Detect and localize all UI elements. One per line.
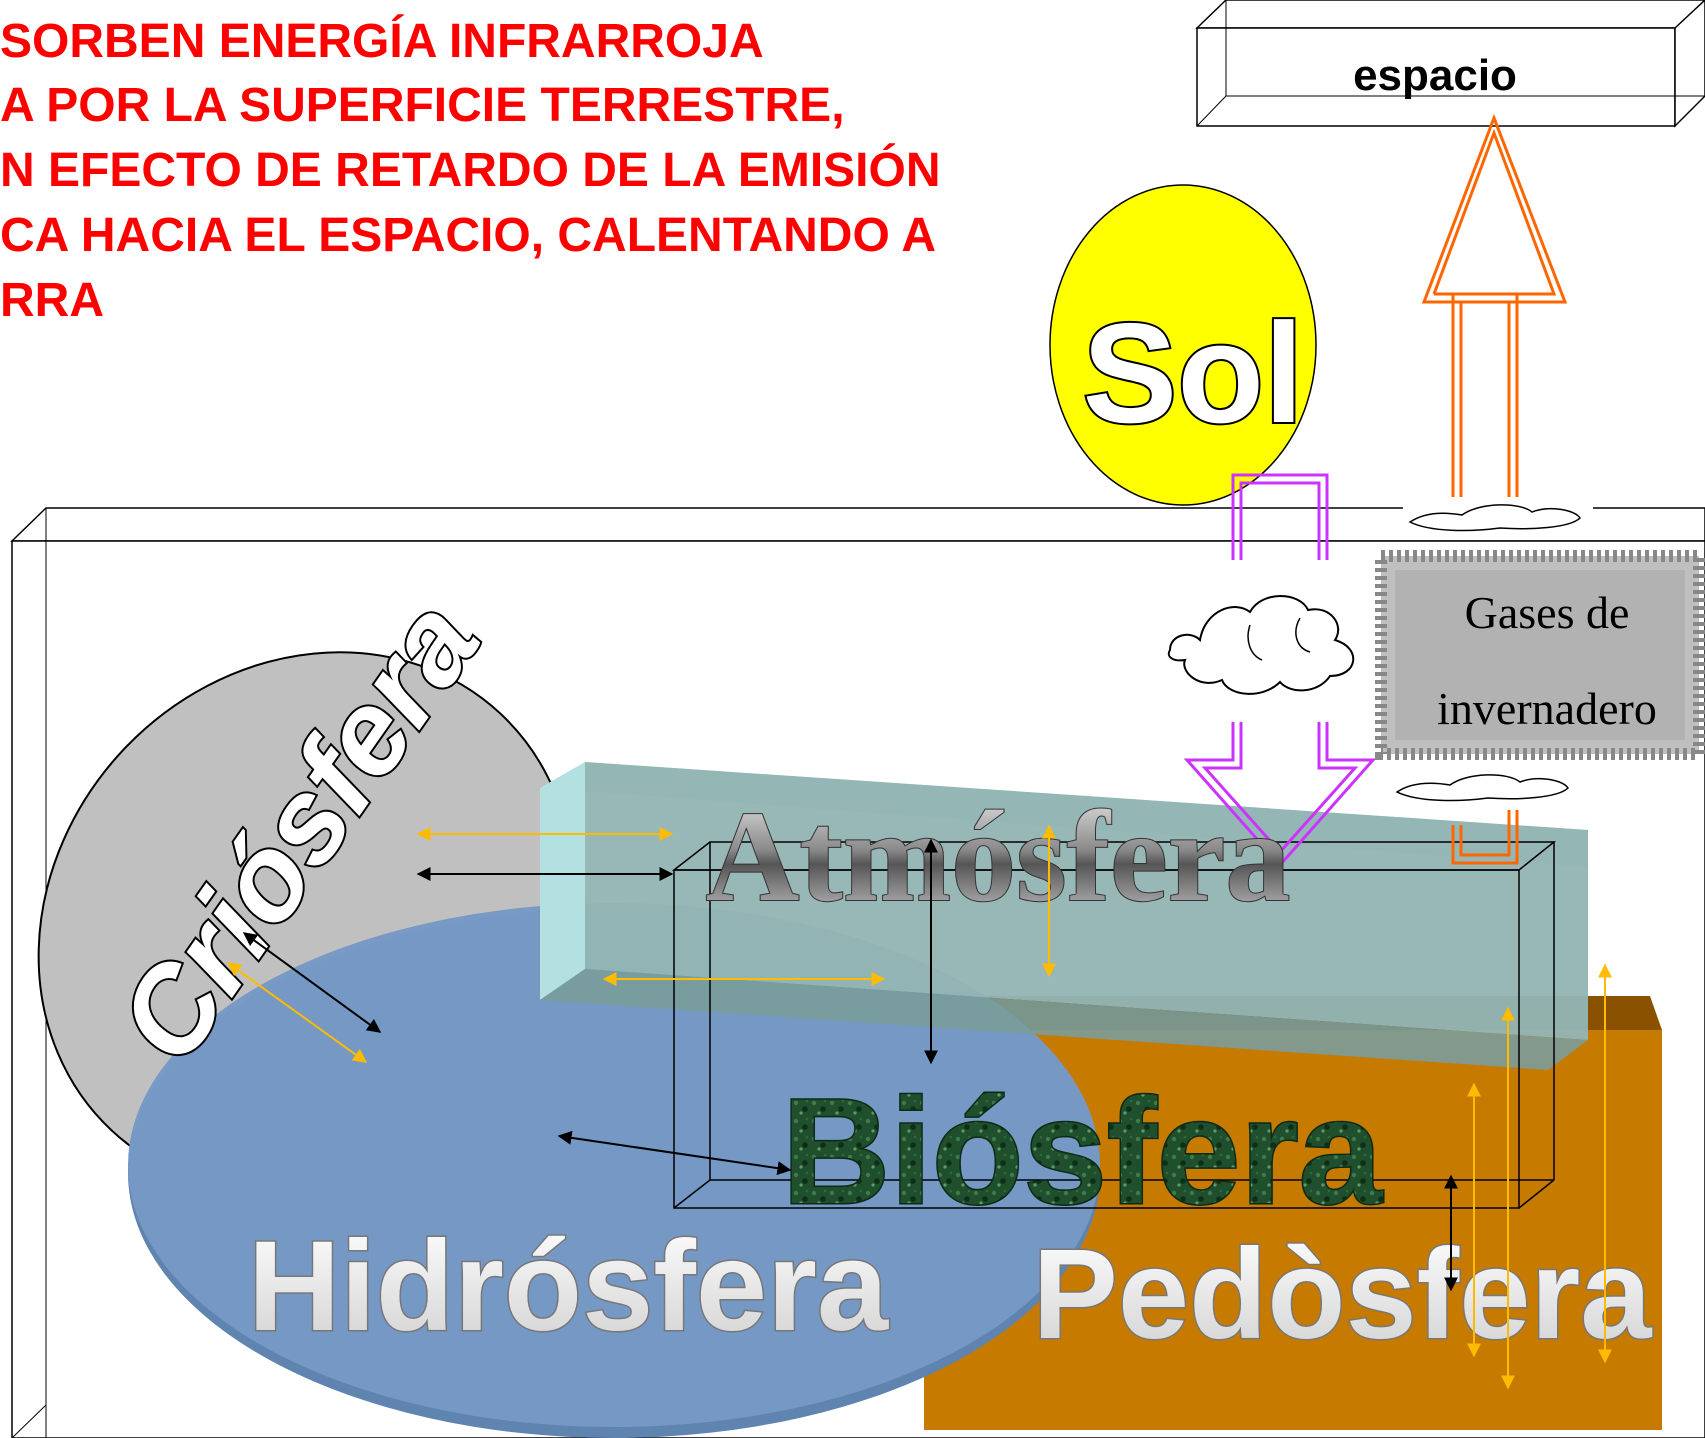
heading-line-4: CA HACIA EL ESPACIO, CALENTANDO A bbox=[0, 209, 936, 262]
heading-line-2: A POR LA SUPERFICIE TERRESTRE, bbox=[0, 79, 845, 132]
heading-line-5: RRA bbox=[0, 274, 104, 327]
heading-line-3: N EFECTO DE RETARDO DE LA EMISIÓN bbox=[0, 142, 941, 197]
pedosphere-label: Pedòsfera bbox=[1033, 1223, 1653, 1366]
greenhouse-label-line1: Gases de bbox=[1465, 587, 1630, 638]
biosphere-label: Biósfera bbox=[782, 1067, 1384, 1235]
greenhouse-gases-box: Gases de invernadero bbox=[1375, 550, 1705, 760]
heading-text: SORBEN ENERGÍA INFRARROJA A POR LA SUPER… bbox=[0, 14, 941, 327]
interaction-arrows bbox=[226, 824, 1612, 1390]
sun-label: Sol bbox=[1083, 294, 1304, 453]
double-arrow-icon bbox=[226, 962, 368, 1063]
greenhouse-label-line2: invernadero bbox=[1437, 683, 1657, 734]
space-label: espacio bbox=[1353, 51, 1517, 100]
cloud-icon bbox=[1403, 497, 1593, 539]
cloud-icon bbox=[1390, 768, 1586, 810]
atmosphere-slab bbox=[540, 762, 1588, 1070]
cloud-icon bbox=[1165, 560, 1365, 722]
incoming-radiation-arrow bbox=[1183, 473, 1377, 868]
sun-icon: Sol bbox=[1049, 184, 1317, 506]
biosphere-box bbox=[671, 841, 1557, 1209]
atmosphere-label: Atmósfera bbox=[706, 785, 1291, 929]
space-box: espacio bbox=[1195, 0, 1705, 128]
hydrosphere-label: Hidrósfera bbox=[248, 1215, 889, 1358]
double-arrow-icon bbox=[557, 1130, 792, 1176]
heading-line-1: SORBEN ENERGÍA INFRARROJA bbox=[0, 14, 764, 68]
outgoing-radiation-arrow bbox=[1421, 113, 1568, 865]
